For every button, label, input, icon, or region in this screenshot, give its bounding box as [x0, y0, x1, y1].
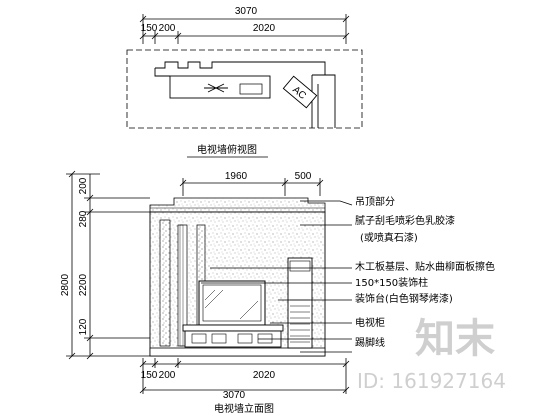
note-skirting: 踢脚线: [355, 336, 385, 349]
note-wood-panel: 木工板基层、贴水曲柳面板擦色: [355, 260, 495, 273]
watermark-id: ID: 161927164: [357, 369, 506, 393]
note-column: 150*150装饰柱: [355, 276, 428, 289]
elev-dim-b2020: 2020: [253, 370, 276, 381]
elev-dim-left: [66, 170, 150, 360]
elev-annotations: 吊顶部分 腻子刮毛喷彩色乳胶漆 (或喷真石漆) 木工板基层、贴水曲柳面板擦色 1…: [355, 195, 495, 349]
watermark: 知末 ID: 161927164: [357, 316, 506, 393]
note-paint: 腻子刮毛喷彩色乳胶漆: [355, 214, 455, 227]
elev-skirting: [149, 347, 326, 357]
note-decor-platform: 装饰台(白色钢琴烤漆): [355, 292, 453, 305]
elev-dim-120: 120: [78, 318, 89, 335]
elevation-view: 1960 500 200 280 2800 2200 120: [60, 170, 495, 415]
elev-dim-b150: 150: [141, 370, 158, 381]
elev-column-left: [159, 219, 171, 347]
elev-dim-500: 500: [295, 171, 312, 182]
note-tv-cabinet: 电视柜: [355, 316, 385, 329]
plan-dim-200: 200: [159, 23, 176, 34]
plan-dim-2020: 2020: [253, 23, 276, 34]
note-ceiling: 吊顶部分: [355, 195, 395, 208]
elev-dim-280: 280: [78, 210, 89, 227]
elev-dim-1960: 1960: [225, 171, 248, 182]
plan-dim-150: 150: [141, 23, 158, 34]
elev-ac-unit: [287, 257, 313, 349]
elev-leader-lines: [201, 200, 353, 353]
plan-ac-unit: AC: [282, 75, 318, 109]
elev-tv: [198, 280, 266, 326]
watermark-brand: 知末: [415, 316, 495, 362]
elev-dim-bottom: [139, 358, 350, 394]
elev-dim-200: 200: [78, 177, 89, 194]
elev-dim-top: [179, 178, 324, 196]
plan-title: 电视墙俯视图: [197, 143, 257, 156]
plan-dim-overall: [139, 14, 350, 44]
plan-view: 3070 150 200 2020: [126, 6, 363, 158]
elev-dim-b200: 200: [159, 370, 176, 381]
plan-dim-sub: [139, 31, 350, 44]
elev-ceiling: [149, 197, 326, 213]
plan-dim-3070: 3070: [235, 6, 258, 17]
plan-tv-icon: [204, 83, 228, 93]
elev-dim-2200: 2200: [78, 273, 89, 296]
note-paint-alt: (或喷真石漆): [360, 231, 418, 244]
elevation-title: 电视墙立面图: [214, 402, 274, 415]
plan-tv-cabinet: [169, 75, 271, 99]
elev-dim-b3070: 3070: [223, 390, 246, 401]
elev-dim-2800: 2800: [60, 273, 71, 296]
plan-room-outline: [126, 49, 363, 129]
elev-decor-platform: [182, 324, 284, 332]
